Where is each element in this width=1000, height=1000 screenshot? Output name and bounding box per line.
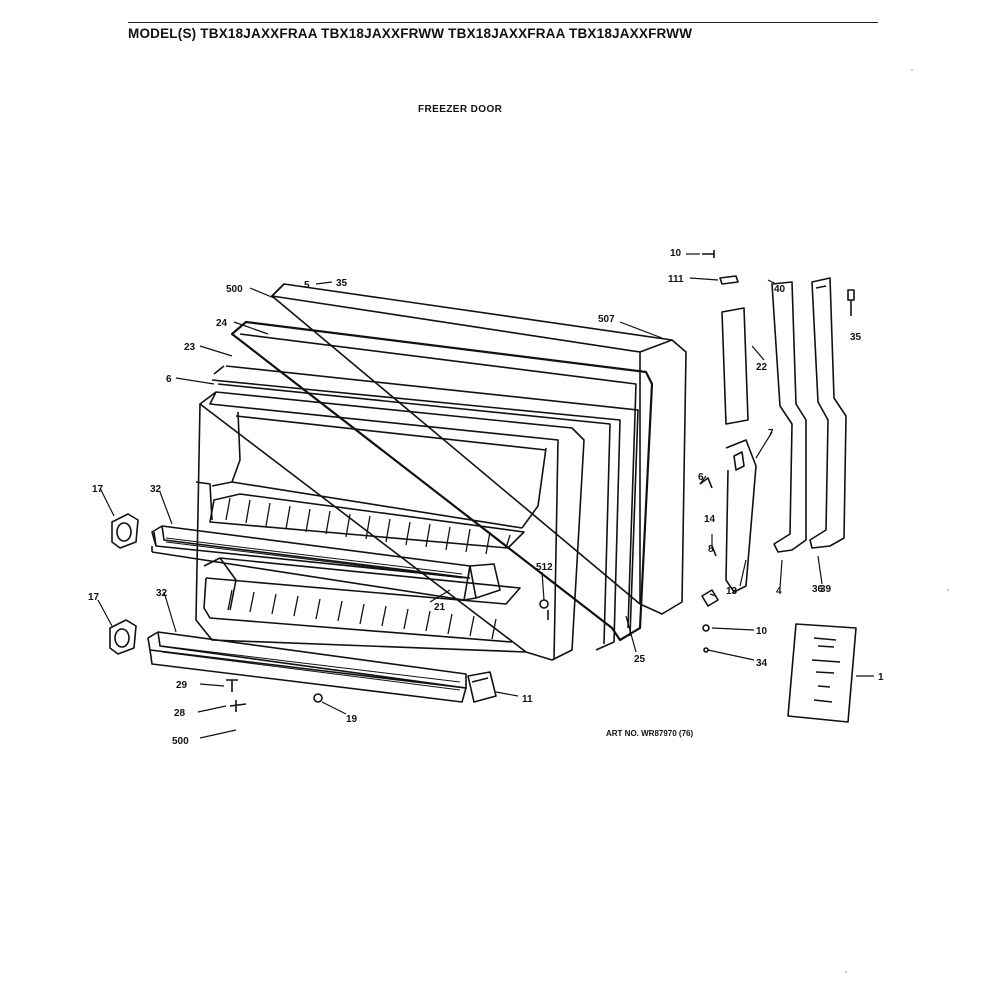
screw-10b	[702, 624, 710, 632]
callout-label: 17	[88, 592, 100, 603]
door-liner	[195, 391, 585, 661]
callout-label: 500	[172, 736, 189, 747]
door-handle-right	[809, 277, 847, 549]
callout-label: 14	[704, 514, 716, 525]
scan-specks	[845, 69, 949, 973]
upper-door-bar	[151, 525, 501, 601]
lower-liner-pocket	[203, 557, 521, 643]
leader-lines	[97, 253, 874, 739]
header-rule	[128, 22, 878, 23]
end-cap-upper	[111, 513, 139, 549]
callout-label: 17	[92, 484, 104, 495]
pin-8	[711, 545, 717, 557]
callout-label: 39	[820, 584, 832, 595]
screw-19	[313, 693, 323, 703]
callout-label: 500	[226, 284, 243, 295]
small-screw-10	[702, 250, 715, 258]
instruction-card	[787, 623, 857, 723]
callout-label: 6	[698, 472, 704, 483]
screw-29	[226, 679, 238, 692]
lower-shelf-hatching	[227, 589, 497, 640]
callout-label: 10	[756, 626, 768, 637]
callout-label: 34	[756, 658, 768, 669]
callout-label: 35	[850, 332, 862, 343]
callout-label: 21	[434, 602, 446, 613]
callout-labels: 500 5 35 24 23 6 507 10 111 40 36 35 22 …	[88, 248, 884, 747]
callout-label: 25	[634, 654, 646, 665]
screw-34	[703, 647, 709, 653]
callout-label: 29	[176, 680, 188, 691]
upper-bar-texture	[165, 537, 463, 579]
small-washer-111	[719, 275, 739, 285]
callout-label: 24	[216, 318, 228, 329]
clip-7	[699, 477, 713, 489]
callout-label: 23	[184, 342, 196, 353]
screw-28	[229, 700, 247, 712]
door-handle-left	[771, 281, 807, 553]
door-outer-panel	[271, 283, 687, 615]
screw-top-right	[847, 289, 855, 316]
end-cap-lower	[109, 619, 137, 655]
thumb-screw-512	[539, 599, 549, 609]
lower-bar-texture	[161, 645, 461, 691]
model-list: MODEL(S) TBX18JAXXFRAA TBX18JAXXFRWW TBX…	[128, 26, 693, 41]
upper-shelf-rack	[209, 493, 525, 549]
callout-label: 5	[304, 280, 310, 291]
bushing-13	[701, 589, 719, 607]
upper-shelf-hatching	[225, 497, 511, 555]
callout-label: 28	[174, 708, 186, 719]
callout-label: 507	[598, 314, 615, 325]
callout-label: 32	[156, 588, 168, 599]
door-gasket	[211, 320, 654, 651]
callout-label: 8	[708, 544, 714, 555]
hinge-bracket	[725, 439, 757, 593]
callout-label: 7	[768, 428, 774, 439]
callout-label: 10	[670, 248, 682, 259]
callout-label: 1	[878, 672, 884, 683]
section-title: FREEZER DOOR	[418, 104, 503, 115]
art-number: ART NO. WR87970 (76)	[606, 729, 693, 738]
callout-label: 19	[346, 714, 358, 725]
callout-label: 36	[812, 584, 824, 595]
callout-label: 32	[150, 484, 162, 495]
bar-end-cap	[467, 671, 497, 703]
callout-label: 40	[774, 284, 786, 295]
diagram-header: MODEL(S) TBX18JAXXFRAA TBX18JAXXFRWW TBX…	[128, 22, 878, 52]
callout-label: 35	[336, 278, 348, 289]
callout-label: 4	[776, 586, 782, 597]
callout-label: 512	[536, 562, 553, 573]
lower-door-bar	[147, 631, 467, 703]
callout-label: 13	[726, 586, 738, 597]
callout-label: 11	[522, 694, 533, 705]
callout-label: 22	[756, 362, 768, 373]
callout-label: 111	[668, 274, 684, 285]
trim-strip	[721, 307, 749, 425]
callout-label: 6	[166, 374, 172, 385]
